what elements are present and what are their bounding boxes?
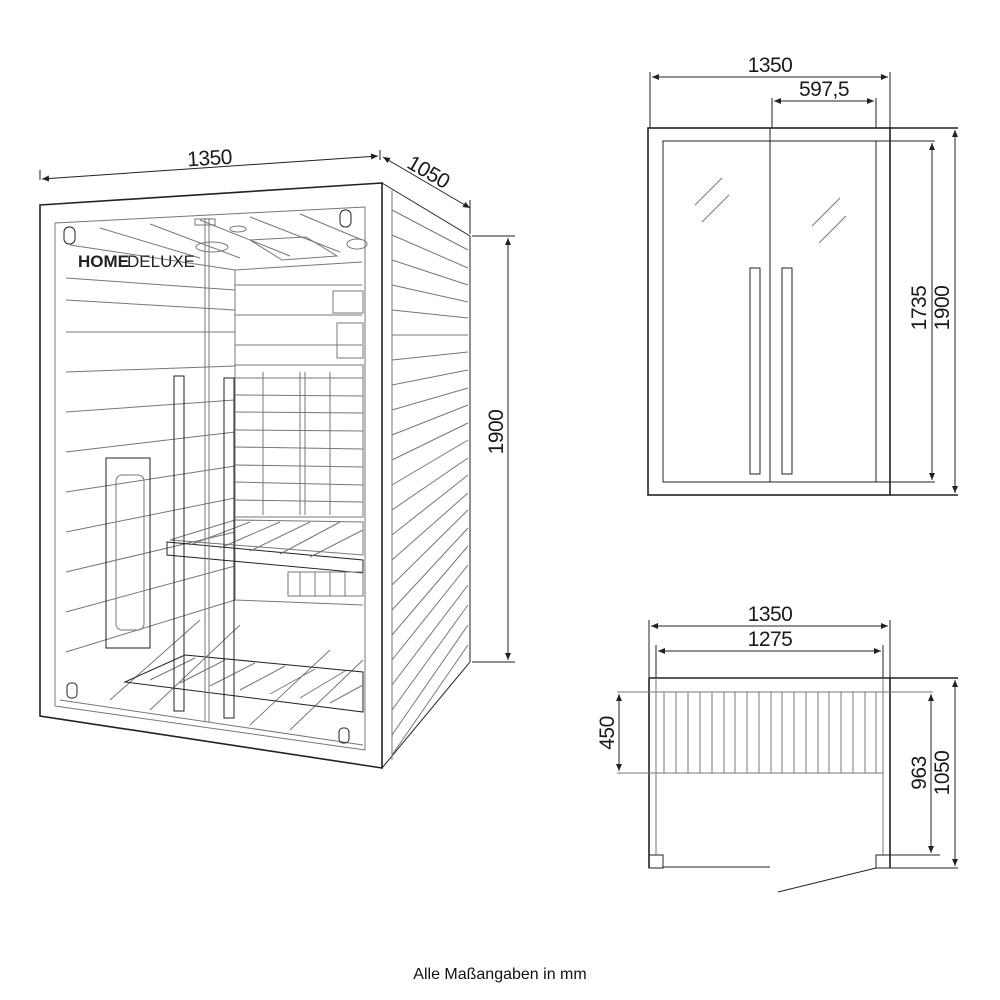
front-frame: [647, 127, 891, 496]
door-width-label: 597,5: [799, 78, 849, 101]
front-view: 1350 597,5 1735 1900: [647, 54, 958, 496]
left-post: [648, 854, 664, 869]
inner-depth-label: 963: [908, 756, 931, 790]
front-width-dimension: 1350: [649, 54, 891, 128]
backrest: [234, 364, 364, 518]
top-depth-dimension: 1050: [931, 680, 958, 866]
sauna-cabin: HOME DELUXE: [39, 182, 471, 770]
brand-logo: HOME DELUXE: [78, 252, 195, 271]
top-inner-width-dimension: 1275: [655, 628, 884, 690]
top-width-dimension: 1350: [648, 603, 891, 680]
right-door-open: [777, 867, 877, 893]
units-note: Alle Maßangaben in mm: [413, 966, 587, 983]
perspective-height-label: 1900: [485, 410, 508, 455]
right-door-handle: [223, 377, 235, 719]
bench: [166, 519, 364, 597]
door-width-dimension: 597,5: [771, 78, 877, 128]
left-door-handle: [173, 375, 185, 712]
floor-grate: [123, 654, 364, 713]
perspective-height-dimension: 1900: [472, 235, 515, 663]
perspective-depth-label: 1050: [403, 151, 453, 193]
bench-depth-dimension: 450: [596, 694, 622, 771]
ceiling-light-right: [339, 209, 352, 228]
ceiling-light-left: [63, 226, 76, 245]
top-inner-width-label: 1275: [748, 628, 793, 651]
front-width-label: 1350: [748, 54, 793, 77]
perspective-depth-dimension: 1050: [382, 151, 471, 234]
floor: [59, 599, 364, 746]
ceiling: [63, 209, 368, 271]
perspective-width-label: 1350: [187, 146, 233, 172]
infrared-heater-panel: [105, 457, 151, 649]
brand-name-bold: HOME: [78, 252, 129, 271]
front-height-dimension: 1900: [931, 130, 958, 493]
right-post: [875, 854, 891, 869]
door-height-label: 1735: [908, 286, 931, 331]
perspective-width-dimension: 1350: [39, 146, 381, 182]
front-right-handle: [781, 267, 793, 475]
side-wall-slats: [391, 209, 469, 756]
top-depth-label: 1050: [931, 751, 954, 796]
bench-depth-label: 450: [596, 716, 619, 750]
inner-depth-dimension: 963: [908, 694, 934, 853]
perspective-view: 1350 1050 1900: [39, 146, 515, 770]
brand-name-light: DELUXE: [127, 252, 195, 271]
front-left-handle: [749, 267, 761, 475]
top-width-label: 1350: [748, 603, 793, 626]
top-view: 1350 1275: [596, 603, 958, 893]
top-bench: [617, 691, 933, 774]
back-wall-slats: [65, 270, 364, 653]
front-height-label: 1900: [931, 286, 954, 331]
door-height-dimension: 1735: [908, 143, 935, 480]
